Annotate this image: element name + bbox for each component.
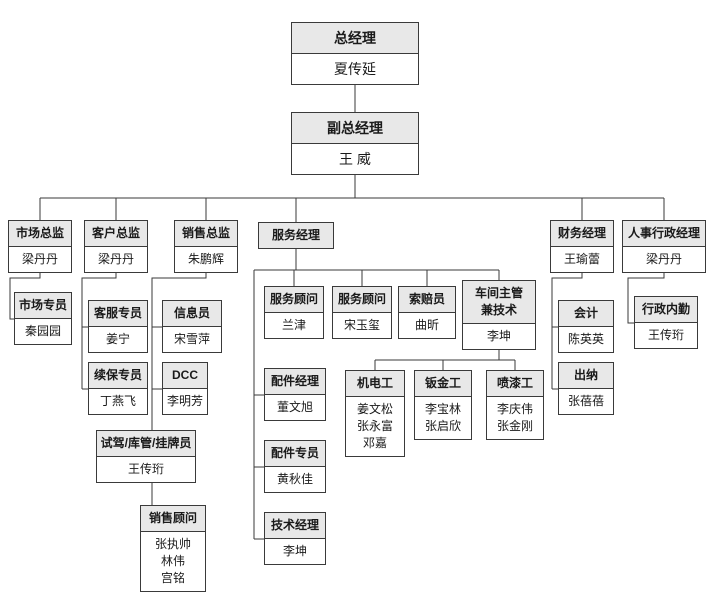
org-box-test-drive-warehouse-plate-clerk: 试驾/库管/挂牌员 王传珩 [96, 430, 196, 483]
person-names: 李庆伟 张金刚 [487, 397, 543, 439]
role-title: 车间主管 兼技术 [463, 281, 535, 324]
person-name: 朱鹏辉 [175, 247, 237, 272]
role-title: 销售总监 [175, 221, 237, 247]
org-box-claims-officer: 索赔员 曲昕 [398, 286, 456, 339]
person-name: 张执帅 [154, 537, 191, 551]
person-name: 宫铭 [160, 571, 185, 585]
role-title: 续保专员 [89, 363, 147, 389]
person-name: 李坤 [265, 539, 325, 564]
person-names: 张执帅 林伟 宫铭 [141, 532, 205, 591]
person-name: 王传珩 [97, 457, 195, 482]
org-box-service-manager: 服务经理 [258, 222, 334, 249]
role-title: 索赔员 [399, 287, 455, 313]
org-box-marketing-director: 市场总监 梁丹丹 [8, 220, 72, 273]
role-title: 市场专员 [15, 293, 71, 319]
role-title: 副总经理 [292, 113, 418, 144]
person-name: 王传珩 [635, 323, 697, 348]
person-name: 李庆伟 [496, 402, 533, 416]
role-title-line1: 车间主管 [474, 286, 523, 300]
person-name: 李坤 [463, 324, 535, 349]
org-box-admin-clerk: 行政内勤 王传珩 [634, 296, 698, 349]
role-title: 会计 [559, 301, 613, 327]
org-box-sales-consultants: 销售顾问 张执帅 林伟 宫铭 [140, 505, 206, 592]
person-name: 宋玉玺 [333, 313, 391, 338]
org-box-sales-director: 销售总监 朱鹏辉 [174, 220, 238, 273]
org-box-mechanics: 机电工 姜文松 张永富 邓嘉 [345, 370, 405, 457]
person-name: 曲昕 [399, 313, 455, 338]
role-title: 服务经理 [259, 223, 333, 248]
person-name: 秦园园 [15, 319, 71, 344]
role-title: 服务顾问 [265, 287, 323, 313]
role-title: 试驾/库管/挂牌员 [97, 431, 195, 457]
org-box-service-advisor-1: 服务顾问 兰津 [264, 286, 324, 339]
org-box-cashier: 出纳 张蓓蓓 [558, 362, 614, 415]
role-title: 人事行政经理 [623, 221, 705, 247]
org-box-technical-manager: 技术经理 李坤 [264, 512, 326, 565]
role-title: 配件经理 [265, 369, 325, 395]
org-box-renewal-specialist: 续保专员 丁燕飞 [88, 362, 148, 415]
role-title: 总经理 [292, 23, 418, 54]
person-name: 陈英英 [559, 327, 613, 352]
role-title: 钣金工 [415, 371, 471, 397]
org-box-finance-manager: 财务经理 王瑜蕾 [550, 220, 614, 273]
person-name: 李明芳 [163, 389, 207, 414]
person-names: 李宝林 张启欣 [415, 397, 471, 439]
person-names: 姜文松 张永富 邓嘉 [346, 397, 404, 456]
org-box-deputy-general-manager: 副总经理 王 威 [291, 112, 419, 175]
person-name: 姜文松 [356, 402, 393, 416]
org-box-sheet-metal-workers: 钣金工 李宝林 张启欣 [414, 370, 472, 440]
role-title: 销售顾问 [141, 506, 205, 532]
person-name: 丁燕飞 [89, 389, 147, 414]
person-name: 梁丹丹 [623, 247, 705, 272]
org-box-customer-service-specialist: 客服专员 姜宁 [88, 300, 148, 353]
role-title: DCC [163, 363, 207, 389]
role-title: 信息员 [163, 301, 221, 327]
role-title: 机电工 [346, 371, 404, 397]
role-title: 配件专员 [265, 441, 325, 467]
org-box-dcc: DCC 李明芳 [162, 362, 208, 415]
person-name: 林伟 [160, 554, 185, 568]
org-box-marketing-specialist: 市场专员 秦园园 [14, 292, 72, 345]
role-title: 市场总监 [9, 221, 71, 247]
person-name: 张金刚 [496, 419, 533, 433]
person-name: 王瑜蕾 [551, 247, 613, 272]
org-box-painters: 喷漆工 李庆伟 张金刚 [486, 370, 544, 440]
person-name: 梁丹丹 [9, 247, 71, 272]
person-name: 夏传延 [292, 54, 418, 84]
person-name: 兰津 [265, 313, 323, 338]
person-name: 张蓓蓓 [559, 389, 613, 414]
role-title: 客户总监 [85, 221, 147, 247]
org-box-customer-director: 客户总监 梁丹丹 [84, 220, 148, 273]
role-title: 出纳 [559, 363, 613, 389]
person-name: 宋雪萍 [163, 327, 221, 352]
org-box-accountant: 会计 陈英英 [558, 300, 614, 353]
person-name: 姜宁 [89, 327, 147, 352]
org-box-service-advisor-2: 服务顾问 宋玉玺 [332, 286, 392, 339]
person-name: 董文旭 [265, 395, 325, 420]
role-title: 客服专员 [89, 301, 147, 327]
role-title: 技术经理 [265, 513, 325, 539]
role-title: 财务经理 [551, 221, 613, 247]
role-title: 服务顾问 [333, 287, 391, 313]
org-box-parts-manager: 配件经理 董文旭 [264, 368, 326, 421]
person-name: 李宝林 [424, 402, 461, 416]
role-title-line2: 兼技术 [480, 303, 517, 317]
role-title: 喷漆工 [487, 371, 543, 397]
org-box-parts-specialist: 配件专员 黄秋佳 [264, 440, 326, 493]
org-box-hr-admin-manager: 人事行政经理 梁丹丹 [622, 220, 706, 273]
org-box-general-manager: 总经理 夏传延 [291, 22, 419, 85]
org-box-information-officer: 信息员 宋雪萍 [162, 300, 222, 353]
person-name: 黄秋佳 [265, 467, 325, 492]
person-name: 王 威 [292, 144, 418, 174]
role-title: 行政内勤 [635, 297, 697, 323]
person-name: 梁丹丹 [85, 247, 147, 272]
org-box-workshop-supervisor: 车间主管 兼技术 李坤 [462, 280, 536, 350]
person-name: 张启欣 [424, 419, 461, 433]
person-name: 张永富 [356, 419, 393, 433]
person-name: 邓嘉 [362, 436, 387, 450]
